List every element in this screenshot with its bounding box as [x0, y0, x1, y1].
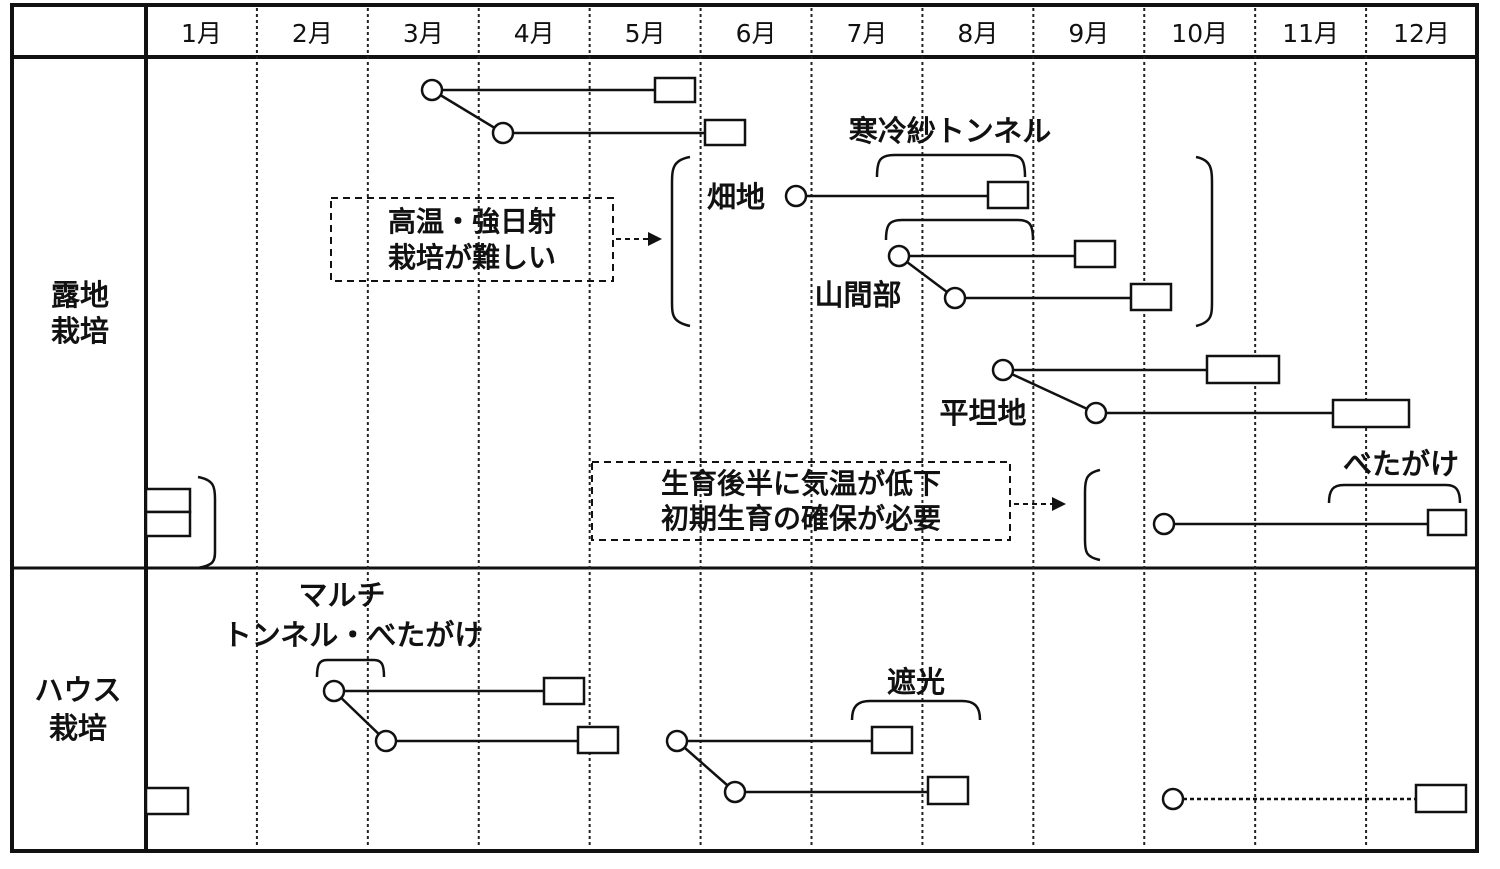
bracket-mulch	[315, 658, 386, 678]
month-label: 2月	[292, 19, 333, 48]
sowing-connector	[898, 255, 956, 299]
harvest-marker	[1414, 783, 1468, 814]
month-label: 7月	[847, 19, 888, 48]
month-labels: 1月 2月 3月 4月 5月 6月 7月 8月 9月 10月 11月 12月	[181, 19, 1450, 48]
label-cold-gauze-tunnel: 寒冷紗トンネル	[849, 114, 1051, 148]
note-arrow-late-growth-head	[1052, 497, 1066, 511]
sowing-connector	[1002, 368, 1097, 415]
bracket-shading	[850, 699, 982, 721]
harvest-marker	[926, 775, 970, 806]
note-late-growth-line1: 生育後半に気温が低下	[661, 467, 941, 500]
bracket-floating-cover	[1327, 483, 1462, 504]
note-late-growth-line2: 初期生育の確保が必要	[661, 502, 941, 535]
label-upland-field: 畑地	[707, 180, 765, 214]
note-box-late-growth	[591, 461, 1011, 541]
bracket-left-late-growth	[1083, 468, 1101, 562]
sowing-connector	[676, 740, 736, 793]
sowing-marker	[784, 184, 808, 208]
sowing-marker	[374, 729, 398, 753]
sowing-marker	[1152, 512, 1176, 536]
harvest-marker	[1129, 282, 1173, 312]
sowing-marker	[991, 358, 1015, 382]
harvest-marker	[144, 487, 192, 514]
month-label: 11月	[1282, 19, 1339, 48]
note-high-temp-line1: 高温・強日射	[388, 205, 556, 238]
month-label: 6月	[736, 19, 777, 48]
sowing-marker	[420, 78, 444, 102]
sowing-connector	[431, 88, 504, 135]
month-label: 3月	[403, 19, 444, 48]
month-label: 10月	[1171, 19, 1228, 48]
sowing-marker	[1161, 787, 1185, 811]
month-label: 5月	[625, 19, 666, 48]
month-grid	[255, 8, 1368, 848]
month-label: 1月	[181, 19, 222, 48]
month-label: 12月	[1393, 19, 1450, 48]
sowing-marker	[665, 729, 689, 753]
brackets-greenhouse	[315, 658, 982, 721]
open-field-label-line1: 露地	[51, 278, 109, 312]
label-mountain-area: 山間部	[814, 278, 901, 312]
harvest-marker	[1426, 508, 1468, 537]
label-flatland: 平坦地	[939, 396, 1026, 430]
bracket-cold-gauze-1	[875, 153, 1027, 178]
label-mulch: マルチ	[298, 578, 385, 612]
month-label: 9月	[1068, 19, 1109, 48]
harvest-marker	[144, 786, 190, 816]
note-arrow-high-temp-head	[648, 232, 662, 246]
harvest-marker	[144, 510, 192, 538]
harvest-marker	[1205, 354, 1281, 385]
sowing-marker	[943, 286, 967, 310]
harvest-marker	[986, 180, 1030, 210]
harvest-marker	[1331, 398, 1411, 429]
note-high-temp-line2: 栽培が難しい	[388, 241, 556, 274]
greenhouse-label-line2: 栽培	[49, 711, 107, 745]
sowing-marker	[723, 780, 747, 804]
note-boxes	[330, 197, 1011, 541]
brackets-open-field	[197, 153, 1462, 570]
month-label: 4月	[514, 19, 555, 48]
harvest-marker	[576, 725, 620, 755]
harvest-marker	[542, 676, 586, 706]
bracket-left-upland-mountain	[670, 155, 691, 328]
label-floating-cover: べたがけ	[1343, 447, 1459, 481]
schedule-bars-open-field	[144, 76, 1468, 538]
note-arrows	[616, 232, 1066, 511]
outer-frame	[10, 3, 1479, 853]
open-field-label-line2: 栽培	[51, 314, 109, 348]
bracket-right-january	[197, 475, 217, 570]
sowing-marker	[887, 244, 911, 268]
schedule-bars-greenhouse	[144, 676, 1468, 816]
sowing-marker	[1084, 401, 1108, 425]
sowing-marker	[322, 679, 346, 703]
label-shading: 遮光	[887, 665, 945, 699]
harvest-marker	[703, 118, 747, 147]
greenhouse-label-line1: ハウス	[34, 673, 121, 707]
month-label: 8月	[957, 19, 998, 48]
bracket-right-upland-mountain	[1195, 155, 1214, 328]
harvest-marker	[1073, 239, 1117, 269]
label-tunnel-floating-cover: トンネル・べたがけ	[223, 618, 483, 652]
harvest-marker	[870, 725, 914, 755]
harvest-marker	[653, 76, 697, 104]
sowing-connector	[333, 690, 387, 742]
sowing-marker	[491, 121, 515, 145]
bracket-cold-gauze-2	[884, 218, 1035, 241]
note-box-high-temp	[330, 197, 614, 282]
